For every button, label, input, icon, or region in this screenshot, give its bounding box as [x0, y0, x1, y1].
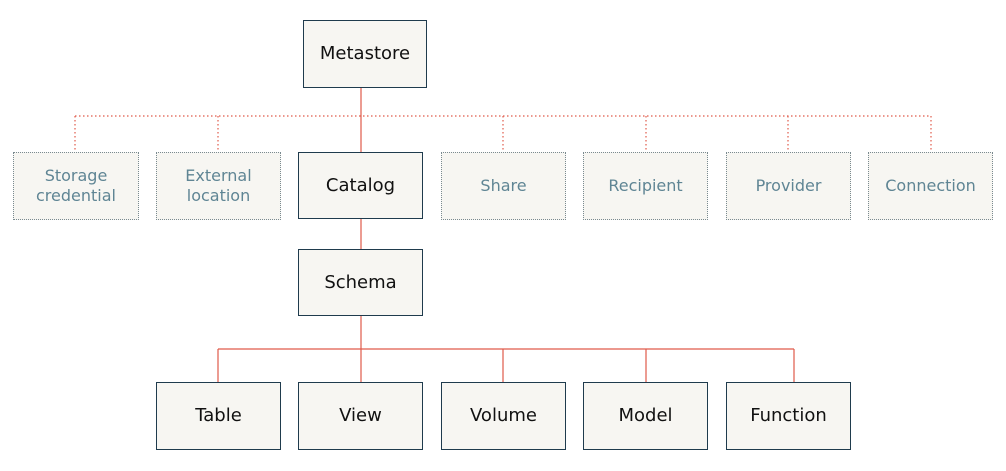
- table-node: Table: [156, 382, 281, 450]
- schema-node: Schema: [298, 249, 423, 316]
- external-location-node: External location: [156, 152, 281, 220]
- view-node: View: [298, 382, 423, 450]
- solid-connectors: [217, 88, 795, 382]
- metastore-node: Metastore: [303, 20, 427, 88]
- function-node: Function: [726, 382, 851, 450]
- recipient-node: Recipient: [583, 152, 708, 220]
- model-node: Model: [583, 382, 708, 450]
- share-node: Share: [441, 152, 566, 220]
- catalog-node: Catalog: [298, 152, 423, 219]
- dotted-connectors: [74, 115, 932, 152]
- connection-node: Connection: [868, 152, 993, 220]
- provider-node: Provider: [726, 152, 851, 220]
- storage-credential-node: Storage credential: [13, 152, 139, 220]
- volume-node: Volume: [441, 382, 566, 450]
